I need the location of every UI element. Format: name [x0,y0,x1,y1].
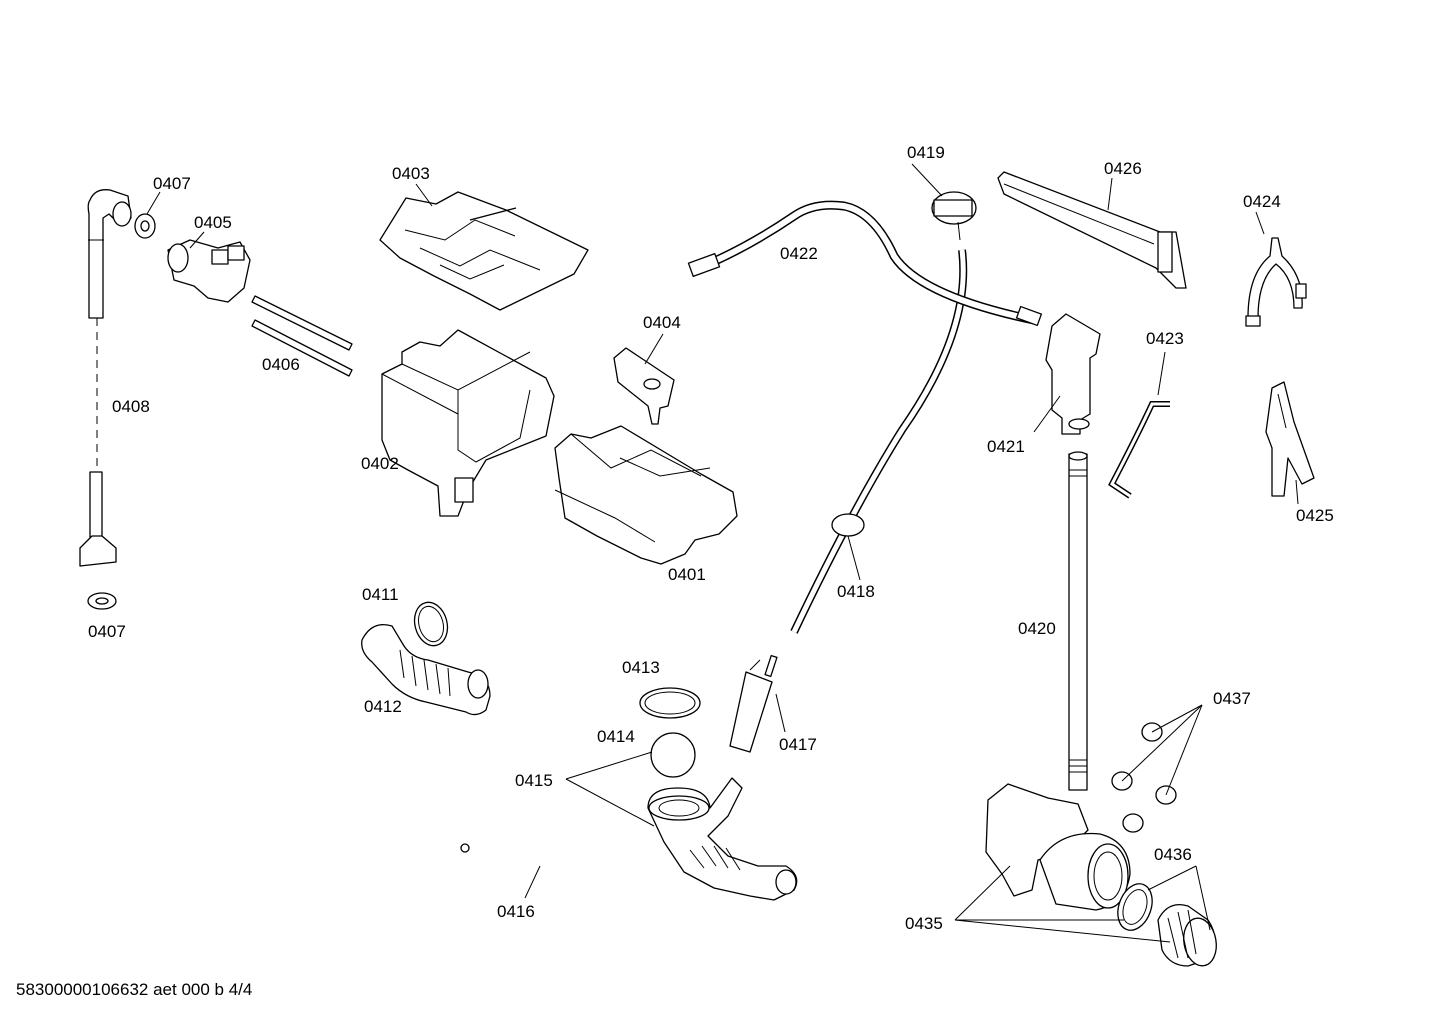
label-0421: 0421 [987,437,1025,456]
label-0404: 0404 [643,313,681,332]
label-0436: 0436 [1154,845,1192,864]
drain-pipe-part [1068,451,1088,791]
inlet-valve-part [167,239,251,303]
label-0407-bottom: 0407 [88,622,126,641]
hook-part [1245,237,1307,327]
part-labels: 0407 0405 0403 0406 0408 0402 0404 0401 … [88,143,1334,933]
document-code-footer: 58300000106632 aet 000 b 4/4 [16,980,253,999]
seal-ring-part [413,601,449,647]
label-0422: 0422 [780,244,818,263]
label-0437: 0437 [1213,689,1251,708]
label-0426: 0426 [1104,159,1142,178]
elbow-connector-part [1045,313,1101,435]
pump-seal-part [1117,883,1153,931]
siphon-cap-part [613,347,675,425]
ball-part [650,732,696,778]
label-0419: 0419 [907,143,945,162]
small-hose-part [460,843,611,882]
rod-part [1108,401,1170,499]
label-0417: 0417 [779,735,817,754]
dispenser-housing-part [381,329,555,517]
bellows-hose-part [361,623,491,716]
label-0425: 0425 [1296,506,1334,525]
tubes-part [251,295,353,377]
sump-hose-part [647,777,798,901]
clip-bracket-part [1265,381,1315,497]
label-0405: 0405 [194,213,232,232]
bracket-rail-part [997,171,1187,289]
label-0424: 0424 [1243,192,1281,211]
level-sensor-part [729,654,778,753]
leader-lines [146,163,1299,943]
label-0402: 0402 [361,454,399,473]
label-0414: 0414 [597,727,635,746]
label-0412: 0412 [364,697,402,716]
pump-filter-part [1157,903,1217,967]
pressure-hose-part [790,249,968,634]
o-ring-part [639,687,701,719]
washer-top-part [134,213,156,239]
dispenser-cover-part [379,191,589,311]
label-0416: 0416 [497,902,535,921]
pressure-switch-part [931,191,977,241]
label-0418: 0418 [837,582,875,601]
hose-elbow-part [87,189,132,319]
air-tube-part [687,200,1043,327]
label-0401: 0401 [668,565,706,584]
label-0423: 0423 [1146,329,1184,348]
hose-bottom-part [79,471,117,567]
label-0411: 0411 [362,585,399,604]
label-0415: 0415 [515,771,553,790]
label-0435: 0435 [905,914,943,933]
label-0413: 0413 [622,658,660,677]
washer-bottom-part [87,592,117,610]
label-0420: 0420 [1018,619,1056,638]
label-0408: 0408 [112,397,150,416]
detergent-drawer-part [554,425,738,565]
label-0403: 0403 [392,164,430,183]
label-0406: 0406 [262,355,300,374]
drain-pump-part [985,783,1131,911]
label-0407-top: 0407 [153,174,191,193]
